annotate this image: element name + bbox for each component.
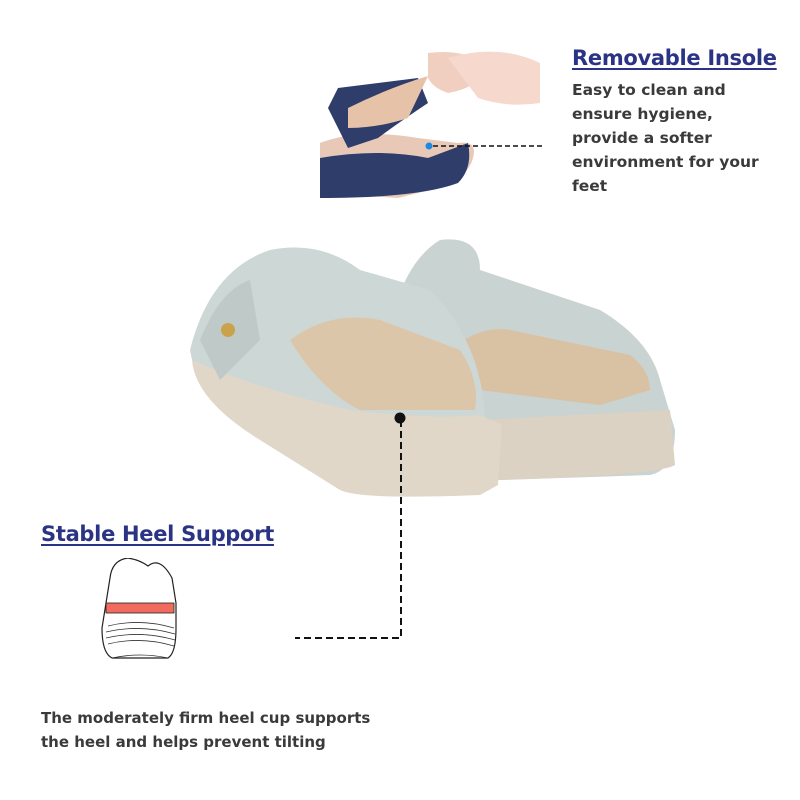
description-line: The moderately firm heel cup supports xyxy=(41,709,371,727)
feature-title-removable-insole: Removable Insole xyxy=(572,46,777,70)
description-line: ensure hygiene, xyxy=(572,105,713,123)
description-line: provide a softer xyxy=(572,129,712,147)
feature-description-removable-insole: Easy to clean and ensure hygiene, provid… xyxy=(572,78,759,198)
callout-dot-icon xyxy=(425,142,433,150)
callout-dot-icon xyxy=(394,412,406,424)
callout-line xyxy=(295,420,402,639)
description-line: the heel and helps prevent tilting xyxy=(41,733,326,751)
sandal-pair-image xyxy=(190,239,675,497)
feature-title-stable-heel-support: Stable Heel Support xyxy=(41,522,274,546)
feature-description-stable-heel-support: The moderately firm heel cup supports th… xyxy=(41,706,370,754)
description-line: environment for your xyxy=(572,153,759,171)
description-line: Easy to clean and xyxy=(572,81,726,99)
removable-insole-image xyxy=(320,51,542,198)
shoe-heel-sketch-icon xyxy=(101,558,177,659)
description-line: feet xyxy=(572,177,608,195)
